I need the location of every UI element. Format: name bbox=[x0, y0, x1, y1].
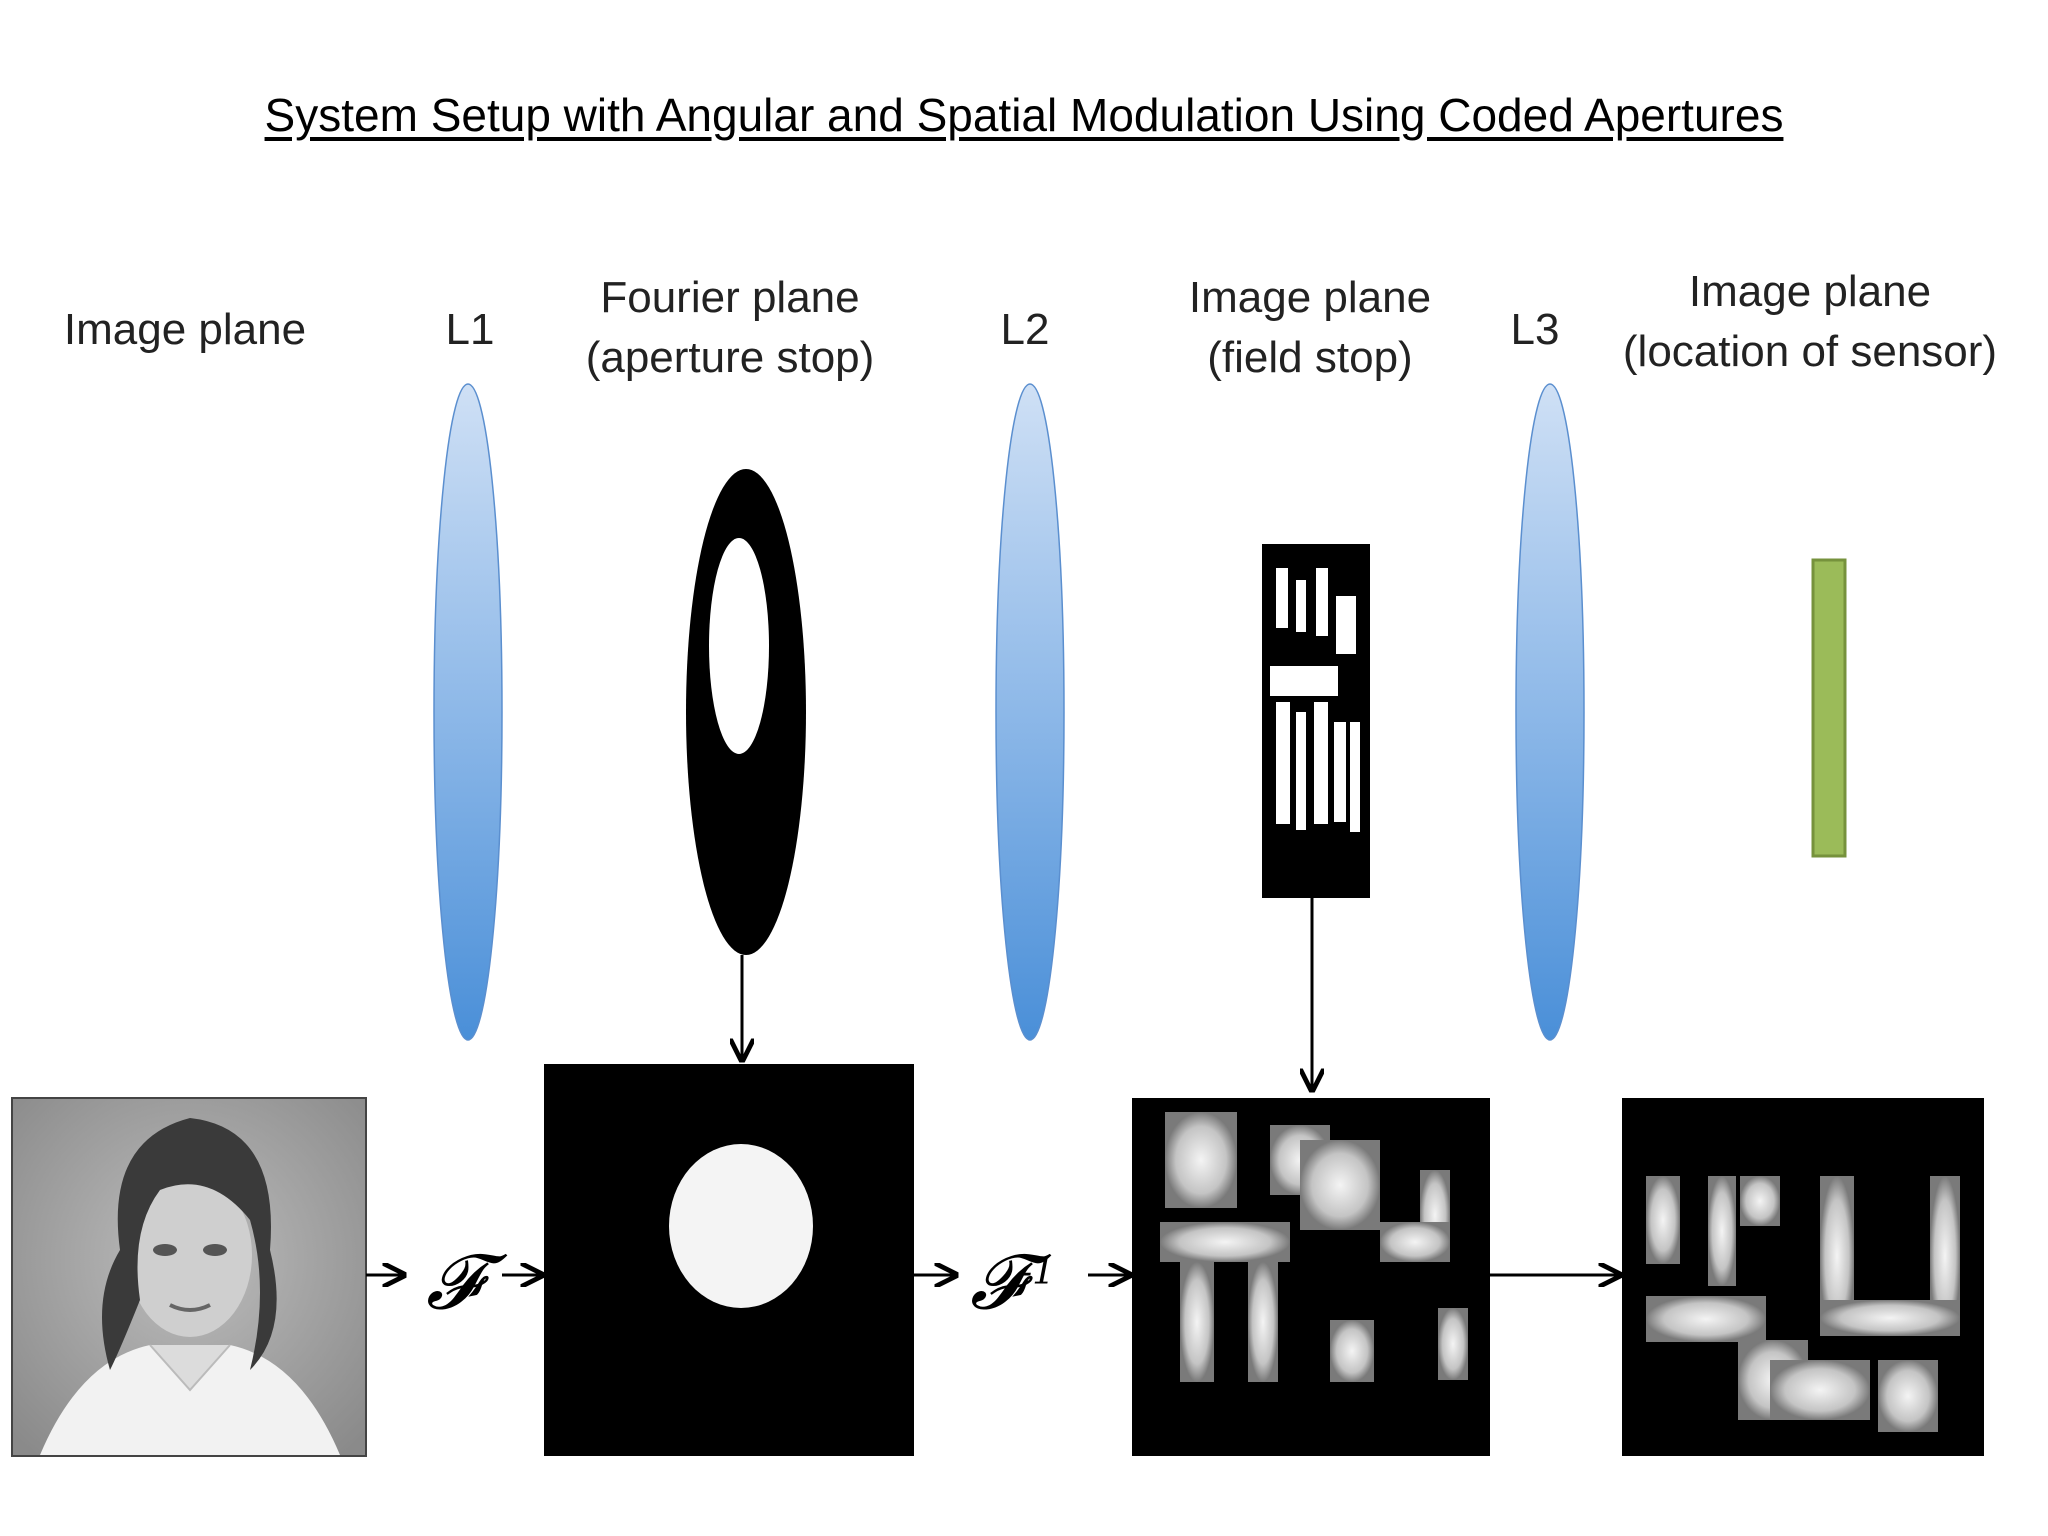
sensor-image bbox=[1622, 1098, 1984, 1456]
label-l1-text: L1 bbox=[445, 305, 495, 354]
label-aperture-stop-text: (aperture stop) bbox=[585, 333, 875, 382]
label-l1: L1 bbox=[430, 300, 510, 360]
label-fourier-plane-text: Fourier plane bbox=[600, 273, 860, 322]
label-fourier-plane: Fourier plane (aperture stop) bbox=[540, 268, 920, 388]
label-l2-text: L2 bbox=[1000, 305, 1050, 354]
lens-l3 bbox=[1515, 383, 1585, 1041]
label-image-plane-field-text: Image plane bbox=[1188, 273, 1432, 322]
input-face-image bbox=[11, 1097, 367, 1457]
coded-image-field-stop bbox=[1132, 1098, 1490, 1456]
lens-l2 bbox=[995, 383, 1065, 1041]
diagram-title: System Setup with Angular and Spatial Mo… bbox=[264, 89, 1784, 141]
aperture-stop-mask bbox=[686, 469, 806, 955]
field-stop-mask bbox=[1262, 544, 1370, 898]
label-field-stop-text: (field stop) bbox=[1207, 333, 1413, 382]
label-l3: L3 bbox=[1495, 300, 1575, 360]
label-image-plane-input-text: Image plane bbox=[63, 305, 307, 354]
label-l2: L2 bbox=[985, 300, 1065, 360]
label-image-plane-field-stop: Image plane (field stop) bbox=[1150, 268, 1470, 388]
label-l3-text: L3 bbox=[1510, 305, 1560, 354]
label-image-plane-sensor-text: Image plane bbox=[1688, 267, 1932, 316]
sensor bbox=[1811, 558, 1847, 858]
label-sensor-location-text: (location of sensor) bbox=[1622, 327, 1998, 376]
fourier-plane-image bbox=[544, 1064, 914, 1456]
label-image-plane-input: Image plane bbox=[40, 300, 330, 360]
lens-l1 bbox=[433, 383, 503, 1041]
inverse-fourier-superscript: -1 bbox=[1020, 1252, 1055, 1293]
label-image-plane-sensor: Image plane (location of sensor) bbox=[1600, 262, 2020, 382]
fourier-operator: 𝓕 bbox=[426, 1237, 508, 1326]
